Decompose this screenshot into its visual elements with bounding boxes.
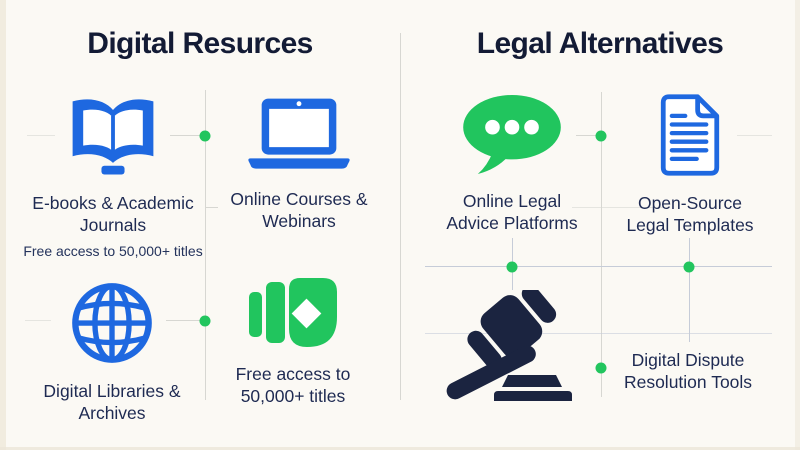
right-section-title: Legal Alternatives [476, 27, 724, 60]
connector-dash [170, 135, 204, 136]
open-book-icon [63, 94, 163, 183]
document-icon [655, 92, 725, 183]
item-label: Digital Dispute Resolution Tools [623, 350, 753, 392]
left-section-title: Digital Resurces [87, 27, 313, 60]
connector-dash [25, 320, 51, 321]
books-diamond-icon [249, 277, 337, 354]
right-edge-strip [795, 0, 800, 450]
left-edge-strip [0, 0, 6, 450]
item-legal-templates: Open-Source Legal Templates [601, 92, 779, 236]
connector-dash [689, 238, 690, 342]
item-label: Online Courses & Webinars [230, 189, 368, 231]
laptop-icon [243, 96, 355, 179]
node-dot [506, 261, 518, 273]
item-online-courses: Online Courses & Webinars [210, 96, 388, 232]
connector-dash [737, 135, 772, 136]
connector-dash [166, 320, 204, 321]
node-dot [199, 130, 211, 142]
center-divider-line [400, 33, 401, 400]
left-connector-line [205, 90, 206, 400]
connector-dash [27, 135, 55, 136]
node-dot [595, 130, 607, 142]
globe-icon [69, 280, 155, 371]
connector-dash [572, 207, 668, 208]
speech-bubble-icon [461, 94, 563, 181]
connector-dash [206, 207, 218, 208]
node-dot [595, 362, 607, 374]
node-dot [683, 261, 695, 273]
item-label: Free access to 50,000+ titles [235, 364, 351, 406]
item-label: Digital Libraries & Archives [43, 381, 181, 423]
node-dot [199, 315, 211, 327]
item-ebooks: E-books & Academic Journals Free access … [18, 94, 208, 259]
item-dispute-resolution: Digital Dispute Resolution Tools [598, 349, 778, 393]
item-label: Online Legal Advice Platforms [446, 191, 578, 233]
gavel-icon [442, 285, 578, 407]
item-label: E-books & Academic Journals [32, 193, 194, 235]
item-sublabel: Free access to 50,000+ titles [23, 243, 203, 259]
right-horizontal-line [425, 333, 772, 334]
bottom-edge-strip [0, 447, 800, 450]
item-legal-advice: Online Legal Advice Platforms [423, 94, 601, 234]
item-label: Open-Source Legal Templates [626, 193, 754, 235]
right-connector-line [601, 92, 602, 397]
item-digital-libraries: Digital Libraries & Archives [22, 280, 202, 424]
right-horizontal-line [425, 266, 772, 267]
connector-dash [576, 135, 600, 136]
item-gavel [442, 285, 578, 407]
item-free-access: Free access to 50,000+ titles [203, 277, 383, 407]
